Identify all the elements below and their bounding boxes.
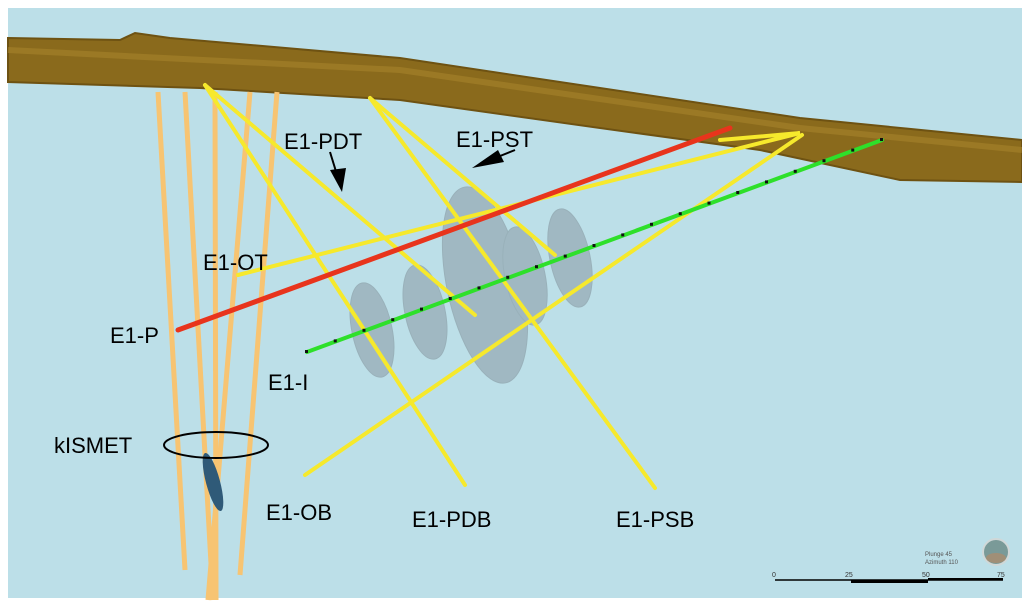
borehole-e1-ot — [236, 131, 801, 277]
borehole-e1-psb — [368, 96, 657, 490]
depth-marker — [736, 191, 740, 194]
depth-marker — [592, 244, 596, 247]
depth-marker — [477, 286, 481, 290]
depth-marker — [333, 339, 337, 343]
label-e1-ot: E1-OT — [203, 250, 268, 275]
depth-marker — [793, 169, 797, 173]
borehole-e1-p — [175, 125, 733, 333]
label-e1-pst: E1-PST — [456, 127, 533, 152]
kismet-highlight-ellipse — [163, 431, 269, 459]
scale-bar: 0 25 50 75 — [772, 572, 1005, 583]
label-e1-ob: E1-OB — [266, 500, 332, 525]
fracture-planes — [349, 186, 593, 384]
label-e1-psb: E1-PSB — [616, 507, 694, 532]
depth-marker — [880, 138, 883, 141]
label-e1-pdt: E1-PDT — [284, 129, 362, 154]
depth-marker — [391, 318, 395, 322]
depth-marker — [420, 307, 423, 311]
borehole-e1-i-depth-markers — [305, 138, 883, 353]
azimuth-readout: Azimuth 110 — [925, 560, 959, 566]
scale-tick-25: 25 — [845, 572, 853, 579]
yellow-boreholes — [203, 83, 804, 490]
orientation-globe-icon[interactable] — [982, 538, 1010, 566]
scale-tick-75: 75 — [997, 572, 1005, 579]
scale-tick-0: 0 — [772, 572, 776, 579]
depth-marker — [362, 328, 366, 332]
depth-marker — [765, 180, 768, 184]
label-e1-pdb: E1-PDB — [412, 507, 491, 532]
depth-marker — [851, 148, 855, 152]
kismet-feature — [202, 452, 224, 512]
label-e1-p: E1-P — [110, 323, 159, 348]
depth-marker — [305, 350, 308, 353]
label-kismet: kISMET — [54, 433, 132, 458]
depth-marker — [621, 233, 625, 237]
label-e1-i: E1-I — [268, 370, 308, 395]
kismet-boreholes — [155, 91, 280, 601]
depth-marker — [678, 212, 682, 216]
depth-marker — [535, 265, 538, 269]
borehole-e1-ob — [303, 133, 804, 477]
borehole-e1-pst — [368, 96, 557, 257]
tunnel-highlight — [7, 47, 1022, 153]
depth-marker — [563, 254, 567, 258]
depth-marker — [822, 159, 826, 163]
depth-marker — [650, 222, 653, 226]
depth-marker — [448, 297, 452, 300]
tunnel-drift — [7, 31, 1022, 184]
e1-pdt-arrow-icon — [329, 151, 346, 192]
scale-tick-50: 50 — [922, 572, 930, 579]
depth-marker — [707, 201, 711, 205]
borehole-e1-pdt — [203, 83, 477, 317]
e1-pst-arrow-icon — [472, 149, 516, 168]
borehole-e1-pdb — [203, 83, 467, 487]
plunge-readout: Plunge 45 — [925, 552, 953, 558]
depth-marker — [506, 275, 510, 279]
